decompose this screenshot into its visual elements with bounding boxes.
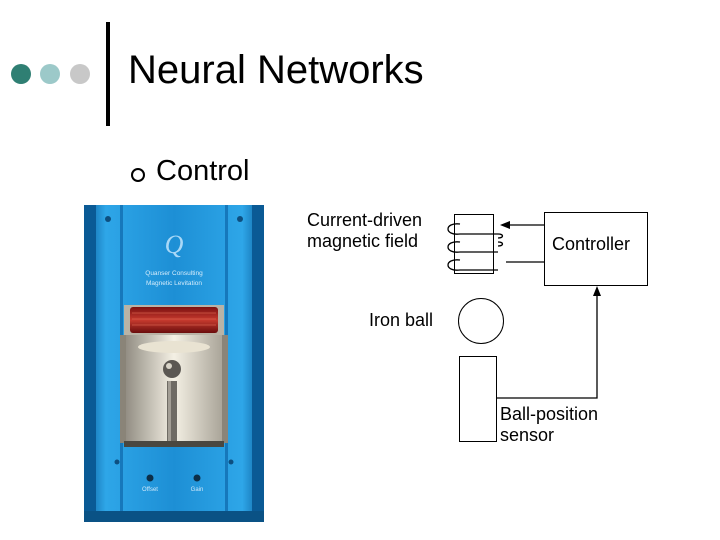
sensor-box — [459, 356, 497, 442]
slide-title: Neural Networks — [128, 48, 424, 92]
brand-logo-icon: Q — [165, 230, 184, 259]
coil-box — [454, 214, 494, 274]
brand-line-2: Magnetic Levitation — [146, 280, 202, 287]
title-divider — [106, 22, 110, 126]
coil-label: Current-driven magnetic field — [307, 210, 437, 252]
coil-terminal-1 — [497, 233, 504, 239]
sensor-to-controller-wire — [497, 290, 598, 399]
controller-box — [544, 212, 648, 286]
coil-arrow-icon — [500, 221, 510, 229]
coil-winding-1 — [447, 223, 498, 235]
controller-label: Controller — [552, 234, 631, 254]
bullet-ring-icon — [131, 168, 145, 182]
deco-dot-1 — [11, 64, 31, 84]
brand-line-1: Quanser Consulting — [145, 270, 203, 277]
gain-knob-label: Gain — [191, 487, 204, 493]
coil-terminal-2 — [497, 241, 504, 247]
deco-dot-2 — [40, 64, 60, 84]
offset-knob-label: Offset — [142, 487, 158, 493]
sensor-label: Ball-position sensor — [500, 404, 620, 446]
iron-ball-label: Iron ball — [369, 310, 434, 330]
iron-ball — [458, 298, 504, 344]
deco-dot-3 — [70, 64, 90, 84]
controller-arrow-icon — [593, 286, 601, 296]
maglev-device-photo: Q Quanser Consulting Magnetic Levitation… — [84, 205, 264, 522]
coil-winding-2 — [447, 241, 498, 253]
bullet-text: Control — [156, 155, 250, 187]
sensor-label-text: Ball-position sensor — [500, 404, 599, 445]
coil-winding-3 — [447, 259, 498, 271]
coil-label-text: Current-driven magnetic field — [307, 210, 423, 251]
